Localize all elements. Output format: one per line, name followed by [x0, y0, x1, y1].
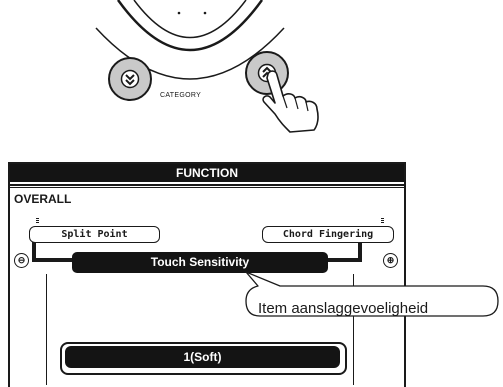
tick-mark — [381, 220, 384, 221]
group-label: OVERALL — [14, 192, 72, 206]
category-down-button[interactable] — [108, 57, 152, 101]
scroll-up-icon: ⊕ — [383, 253, 398, 268]
pointing-hand-icon — [262, 70, 319, 133]
callout-balloon — [245, 271, 499, 317]
lcd-divider-thin — [10, 187, 404, 188]
category-label: CATEGORY — [160, 92, 202, 99]
value-display: 1(Soft) — [65, 346, 340, 368]
callout-text: Item aanslaggevoeligheid — [258, 300, 429, 317]
tick-mark — [36, 218, 39, 219]
category-dial-graphic — [95, 0, 285, 80]
tick-mark — [36, 222, 39, 223]
lcd-divider — [10, 184, 404, 186]
tick-mark — [381, 222, 384, 223]
next-item-tag: Chord Fingering — [262, 226, 394, 243]
prev-item-tag: Split Point — [29, 226, 160, 243]
down-double-chevron-icon — [120, 69, 140, 89]
scroll-down-icon: ⊖ — [14, 253, 29, 268]
tick-mark — [36, 220, 39, 221]
current-item-bar: Touch Sensitivity — [72, 252, 328, 273]
tick-mark — [381, 218, 384, 219]
category-up-button[interactable] — [245, 51, 289, 95]
lcd-header: FUNCTION — [10, 164, 404, 182]
item-connectors — [32, 242, 362, 262]
